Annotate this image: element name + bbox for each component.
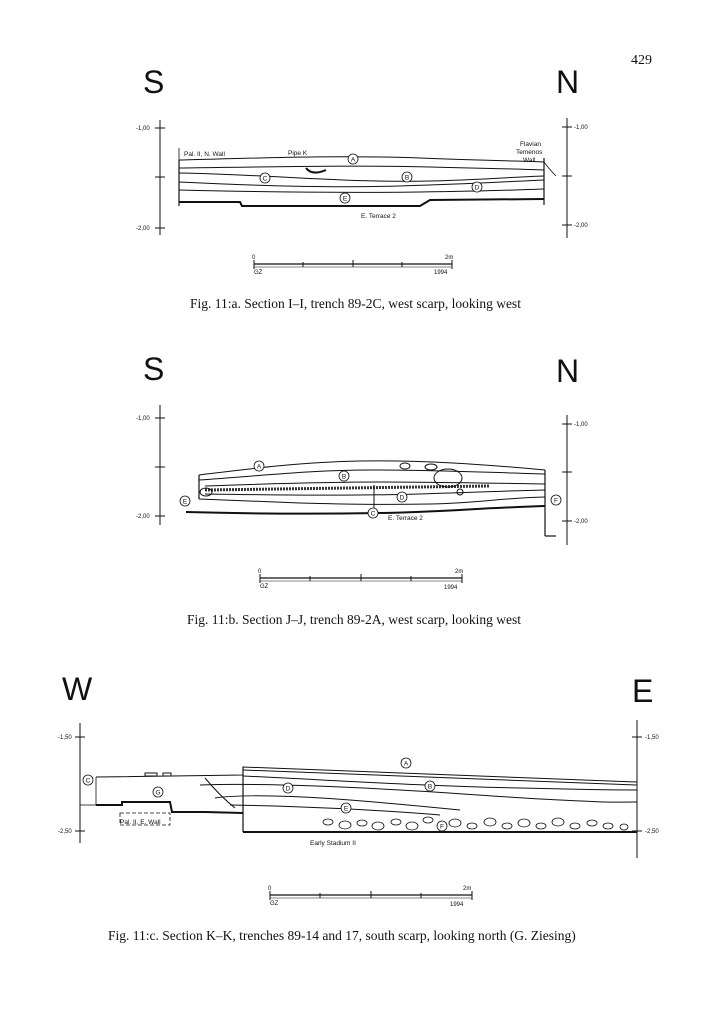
fig-c-section-drawing: -1,50 -2,50 -1,50 -2,50 Pal. II, E. Wall… [58,720,659,908]
fig-a-layer-marker: D [475,185,480,192]
fig-b-layer-marker: F [554,498,558,505]
fig-a-label: Wall [523,157,536,164]
fig-c-tick: -2,50 [58,829,72,835]
fig-c-scale-start: 0 [268,886,272,892]
fig-b-caption: Fig. 11:b. Section J–J, trench 89-2A, we… [187,612,521,627]
fig-b-scale-end: 2m [455,569,463,575]
fig-b-tick: -1,00 [574,422,588,428]
fig-b-tick: -2,00 [574,519,588,525]
fig-b-layer-marker: C [371,511,376,518]
fig-c-label: Early Stadium II [310,840,356,847]
fig-c-label: Pal. II, E. Wall [120,819,161,826]
fig-a-layer-marker: E [343,196,348,203]
fig-c-scale-year: 1994 [450,902,464,908]
fig-a-scale-year: 1994 [434,270,448,276]
fig-c-layer-marker: B [428,784,432,791]
fig-c-layer-marker: C [86,778,91,785]
fig-a-layer-marker: B [405,175,409,182]
fig-a-label: Pipe K [288,150,308,157]
fig-b-layer-marker: E [183,499,188,506]
fig-a-layer-marker: A [351,157,356,164]
fig-b-scale-start: 0 [258,569,262,575]
fig-b-tick: -1,00 [136,416,150,422]
fig-b-layer-marker: A [257,464,262,471]
page-number: 429 [631,53,652,68]
fig-a-label: E. Terrace 2 [361,213,396,220]
fig-a-tick: -1,00 [136,126,150,132]
fig-c-layer-marker: D [286,786,291,793]
fig-c-tick: -1,50 [645,735,659,741]
fig-b-layer-marker: B [342,474,346,481]
fig-c-scale-author: GZ [270,901,279,907]
fig-c-layer-marker: E [344,806,349,813]
fig-b-scale-year: 1994 [444,585,458,591]
fig-b-label: E. Terrace 2 [388,515,423,522]
fig-a-label: Pal. II, N. Wall [184,151,225,158]
fig-b-direction-right: N [556,353,580,389]
fig-a-direction-left: S [143,64,165,100]
fig-a-direction-right: N [556,64,580,100]
fig-a-caption: Fig. 11:a. Section I–I, trench 89-2C, we… [190,296,521,311]
fig-b-tick: -2,00 [136,514,150,520]
fig-c-layer-marker: A [404,761,409,768]
fig-a-layer-marker: C [263,176,268,183]
fig-a-scale-start: 0 [252,255,256,261]
fig-c-direction-right: E [632,673,654,709]
fig-a-label: Temenos [516,149,543,156]
fig-b-direction-left: S [143,351,165,387]
fig-c-scale-end: 2m [463,886,471,892]
fig-c-caption: Fig. 11:c. Section K–K, trenches 89-14 a… [108,928,576,943]
fig-a-tick: -2,00 [574,223,588,229]
fig-b-scale-author: GZ [260,584,269,590]
fig-c-layer-marker: G [155,790,160,797]
fig-a-section-drawing: -1,00 -2,00 -1,00 -2,00 Pal. II, N. Wall… [136,118,588,276]
fig-c-tick: -2,50 [645,829,659,835]
fig-b-layer-marker: D [400,495,405,502]
fig-a-tick: -2,00 [136,226,150,232]
fig-a-tick: -1,00 [574,125,588,131]
fig-a-scale-end: 2m [445,255,453,261]
fig-b-section-drawing: -1,00 -2,00 -1,00 -2,00 E. Terrace 2 A B… [136,405,588,591]
fig-c-tick: -1,50 [58,735,72,741]
fig-c-layer-marker: F [440,824,444,831]
fig-a-label: Flavian [520,141,541,148]
fig-c-direction-left: W [62,671,93,707]
fig-a-scale-author: GZ [254,270,263,276]
